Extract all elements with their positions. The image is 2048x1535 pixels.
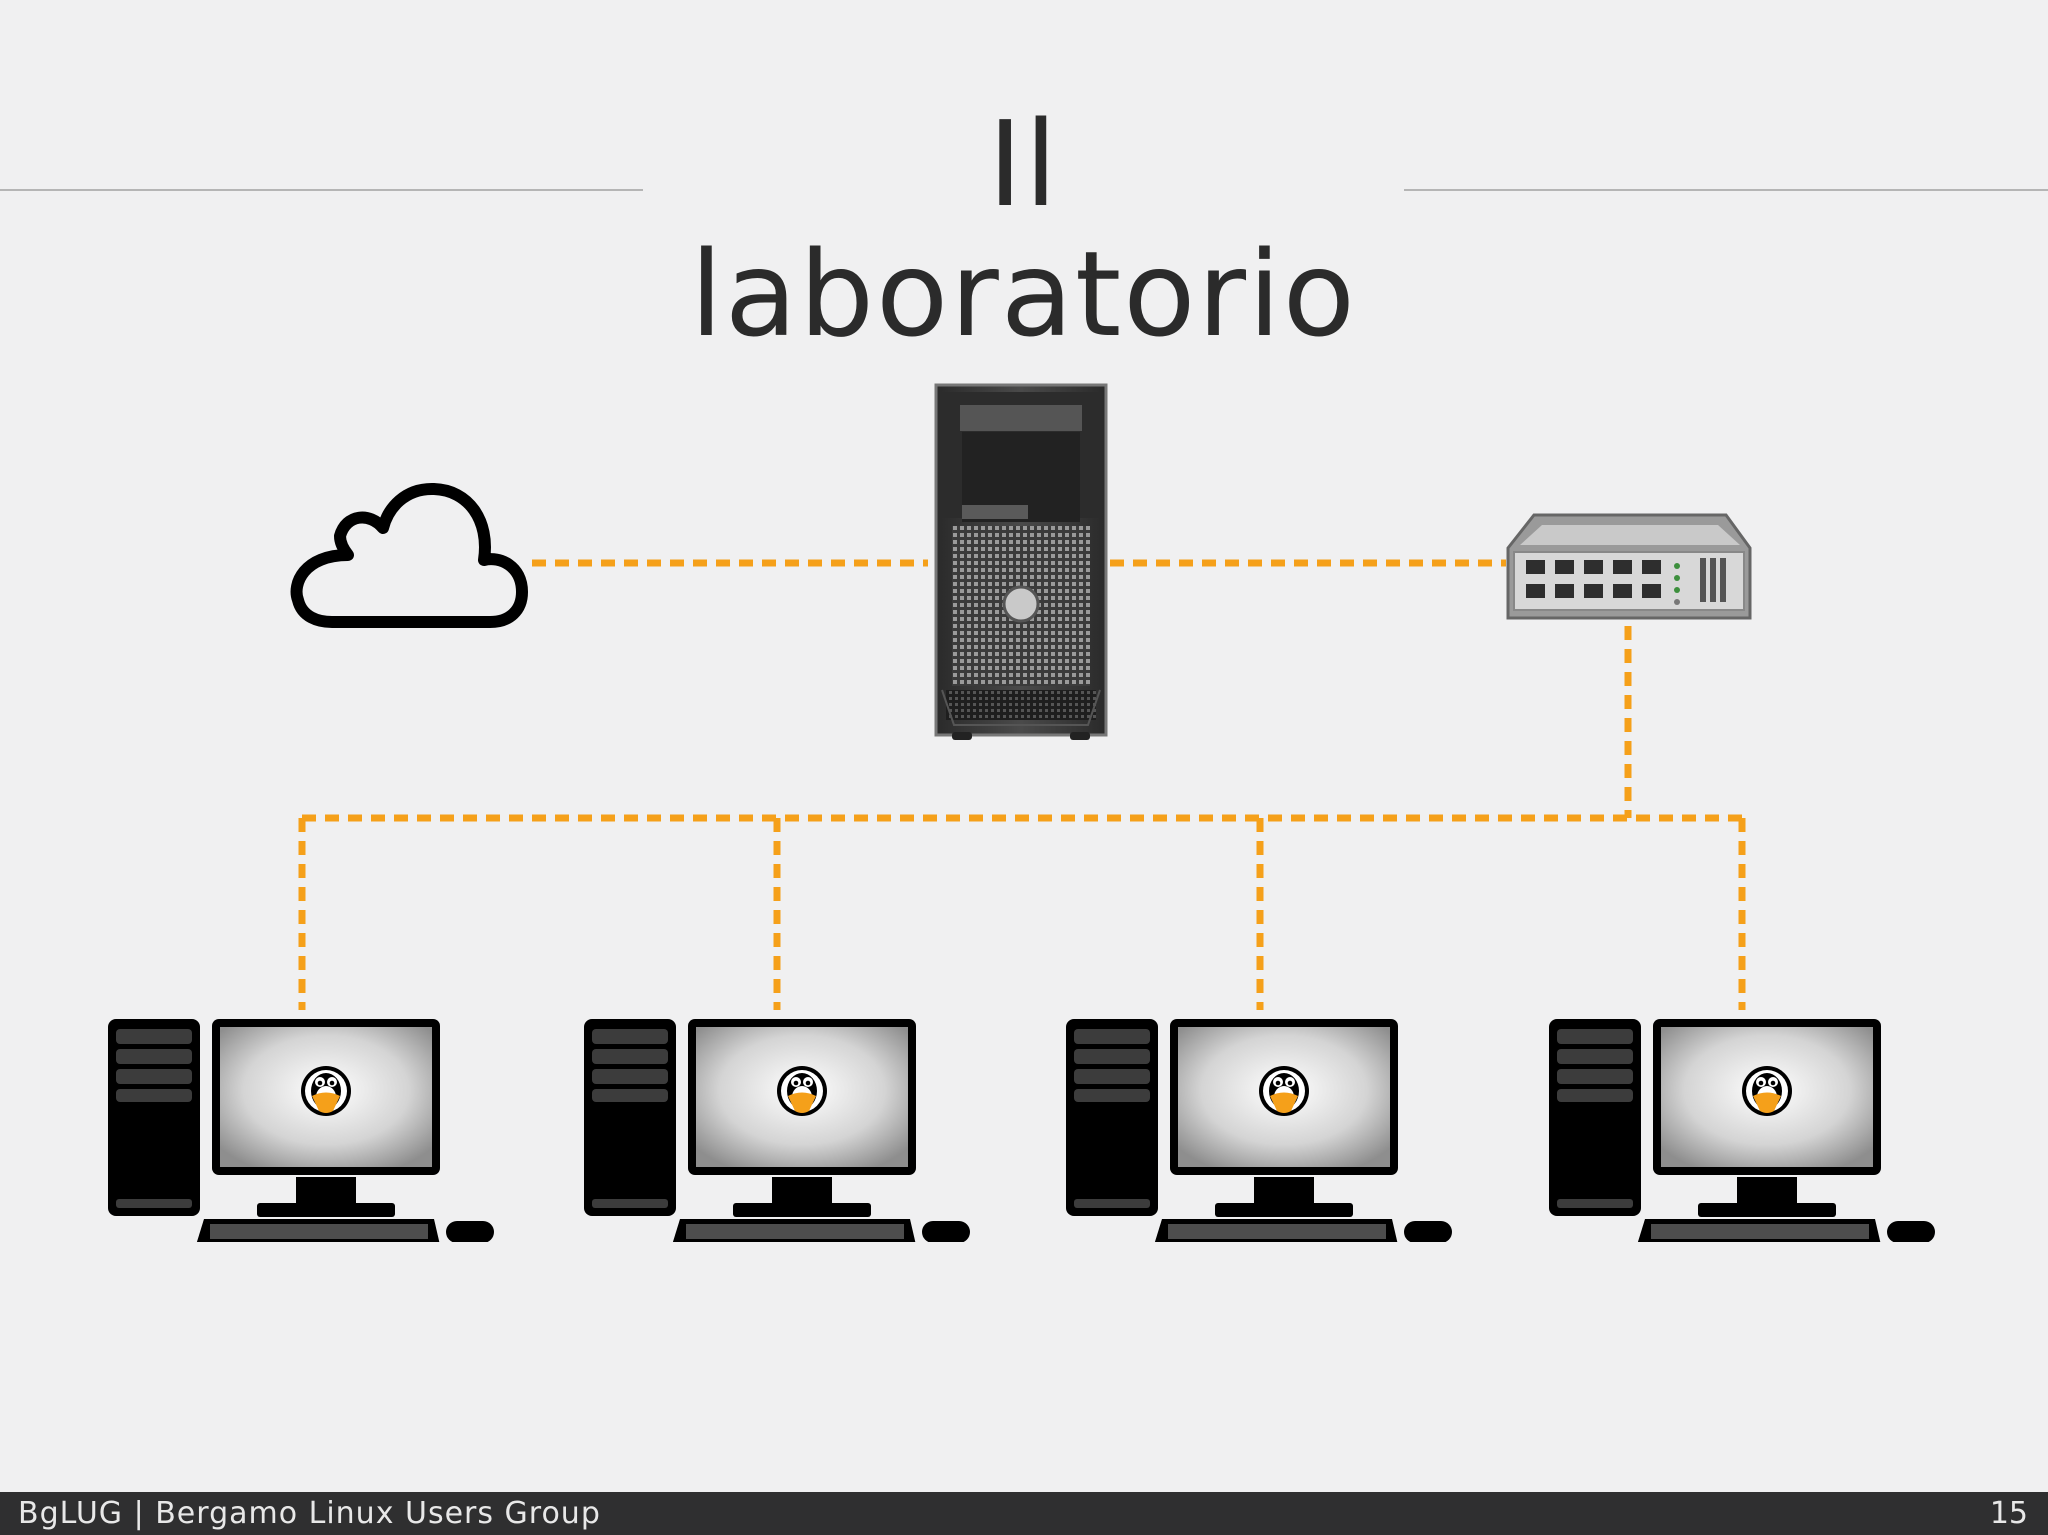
page-number: 15 — [1989, 1496, 2028, 1531]
linux-workstation-icon — [108, 1019, 494, 1242]
footer-bar: BgLUG | Bergamo Linux Users Group 15 — [0, 1492, 2048, 1535]
title-rule-right — [1404, 189, 2048, 191]
network-links — [298, 559, 1746, 1010]
network-switch-icon — [1506, 513, 1752, 620]
cloud-icon — [290, 483, 528, 628]
linux-workstation-icon — [1549, 1019, 1935, 1242]
server-tower-icon — [934, 383, 1108, 740]
title-rule-left — [0, 189, 643, 191]
footer-text: BgLUG | Bergamo Linux Users Group — [18, 1496, 601, 1531]
network-diagram — [108, 383, 1935, 1242]
slide-title: Il laboratorio — [690, 95, 1357, 363]
linux-workstation-icon — [1066, 1019, 1452, 1242]
linux-workstation-icon — [584, 1019, 970, 1242]
